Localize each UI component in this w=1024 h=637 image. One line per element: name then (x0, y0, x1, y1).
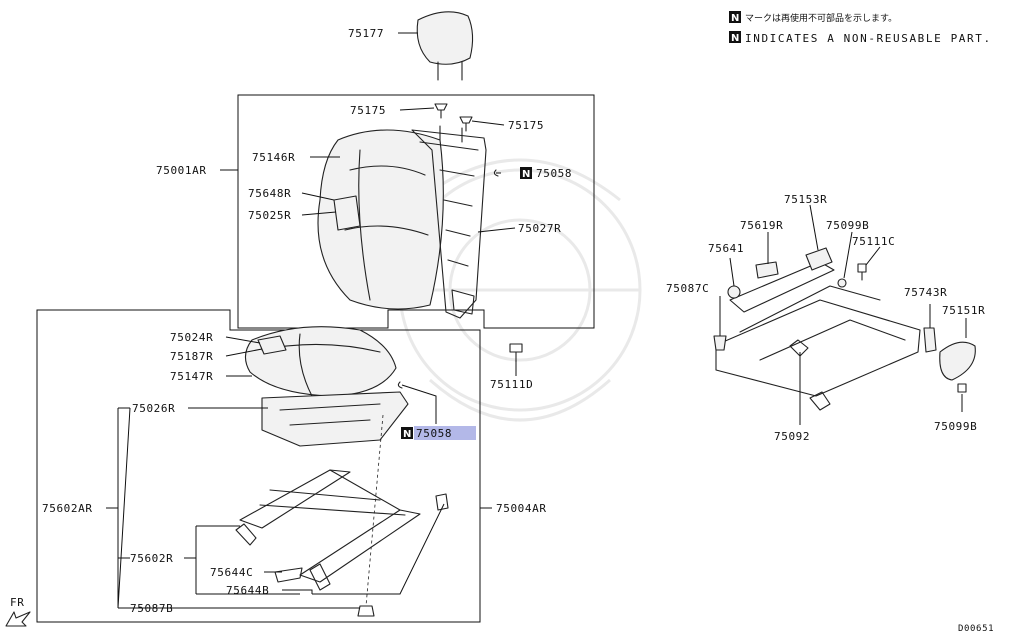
svg-text:N: N (403, 429, 411, 440)
label-75146R[interactable]: 75146R (252, 151, 295, 164)
svg-text:N: N (731, 33, 739, 44)
svg-text:N: N (731, 13, 739, 24)
label-75175-right[interactable]: 75175 (508, 119, 544, 132)
seatback-pad-part (333, 195, 361, 231)
label-75648R[interactable]: 75648R (248, 187, 291, 200)
label-75099B-bottom[interactable]: 75099B (934, 420, 977, 433)
seat-belt-buckle-part (923, 327, 937, 353)
seat-slide-assembly-part (715, 261, 921, 411)
svg-text:N: N (522, 169, 530, 180)
label-75087C[interactable]: 75087C (666, 282, 709, 295)
label-75644B[interactable]: 75644B (226, 584, 269, 597)
diagram-code: D00651 (958, 624, 994, 634)
adjuster-knob-part (435, 493, 449, 511)
label-75187R[interactable]: 75187R (170, 350, 213, 363)
label-75024R[interactable]: 75024R (170, 331, 213, 344)
label-75602AR[interactable]: 75602AR (42, 502, 93, 515)
legend-japanese-text: マークは再使用不可部品を示します。 (745, 12, 897, 24)
label-75602R[interactable]: 75602R (130, 552, 173, 565)
fr-label: FR (10, 596, 24, 609)
knob-part (727, 285, 741, 299)
nut-part (357, 605, 375, 617)
bracket-part (755, 261, 779, 279)
svg-text:75058: 75058 (416, 427, 452, 440)
label-75092[interactable]: 75092 (774, 430, 810, 443)
recliner-cover-part (805, 247, 833, 271)
leader-lines (106, 32, 517, 609)
label-75177[interactable]: 75177 (348, 27, 384, 40)
label-75619R[interactable]: 75619R (740, 219, 783, 232)
cushion-pan-part (261, 391, 409, 447)
label-75058-highlighted[interactable]: N 75058 (397, 381, 476, 440)
seatback-frame-part (411, 125, 487, 319)
label-75151R[interactable]: 75151R (942, 304, 985, 317)
svg-text:75058: 75058 (536, 167, 572, 180)
nut-part (713, 335, 727, 351)
non-reusable-symbol-icon (729, 31, 741, 43)
legend: N マークは再使用不可部品を示します。 N INDICATES A NON-RE… (729, 11, 992, 45)
side-cover-part (939, 341, 976, 381)
non-reusable-symbol-icon (729, 11, 741, 23)
label-75099B-top[interactable]: 75099B (826, 219, 869, 232)
legend-english-text: INDICATES A NON-REUSABLE PART. (745, 32, 992, 45)
label-75087B[interactable]: 75087B (130, 602, 173, 615)
bolt-part (857, 263, 867, 281)
label-75153R[interactable]: 75153R (784, 193, 827, 206)
label-75147R[interactable]: 75147R (170, 370, 213, 383)
front-arrow-icon (5, 611, 31, 627)
label-75743R[interactable]: 75743R (904, 286, 947, 299)
headrest-part (416, 11, 474, 81)
seatback-group-frame (237, 94, 595, 329)
screw-part (957, 383, 967, 393)
clip-part (434, 103, 473, 132)
front-direction-indicator: FR (5, 596, 31, 627)
label-75004AR[interactable]: 75004AR (496, 502, 547, 515)
label-75058-top[interactable]: N 75058 (493, 167, 572, 180)
label-75025R[interactable]: 75025R (248, 209, 291, 222)
seat-cushion-part (244, 326, 397, 397)
seat-cushion-group-frame (36, 309, 481, 623)
label-75641[interactable]: 75641 (708, 242, 744, 255)
leader-lines-right (719, 204, 967, 425)
alignment-dash (365, 414, 384, 607)
adjuster-cover-part (274, 567, 303, 583)
screw-part (837, 278, 847, 288)
label-75111D[interactable]: 75111D (490, 378, 533, 391)
label-75644C[interactable]: 75644C (210, 566, 253, 579)
label-75027R[interactable]: 75027R (518, 222, 561, 235)
recliner-part (729, 261, 835, 313)
seat-adjuster-part (235, 469, 449, 591)
seatback-trim-part (317, 129, 444, 310)
label-75111C[interactable]: 75111C (852, 235, 895, 248)
label-75175-left[interactable]: 75175 (350, 104, 386, 117)
label-75001AR[interactable]: 75001AR (156, 164, 207, 177)
label-75026R[interactable]: 75026R (132, 402, 175, 415)
